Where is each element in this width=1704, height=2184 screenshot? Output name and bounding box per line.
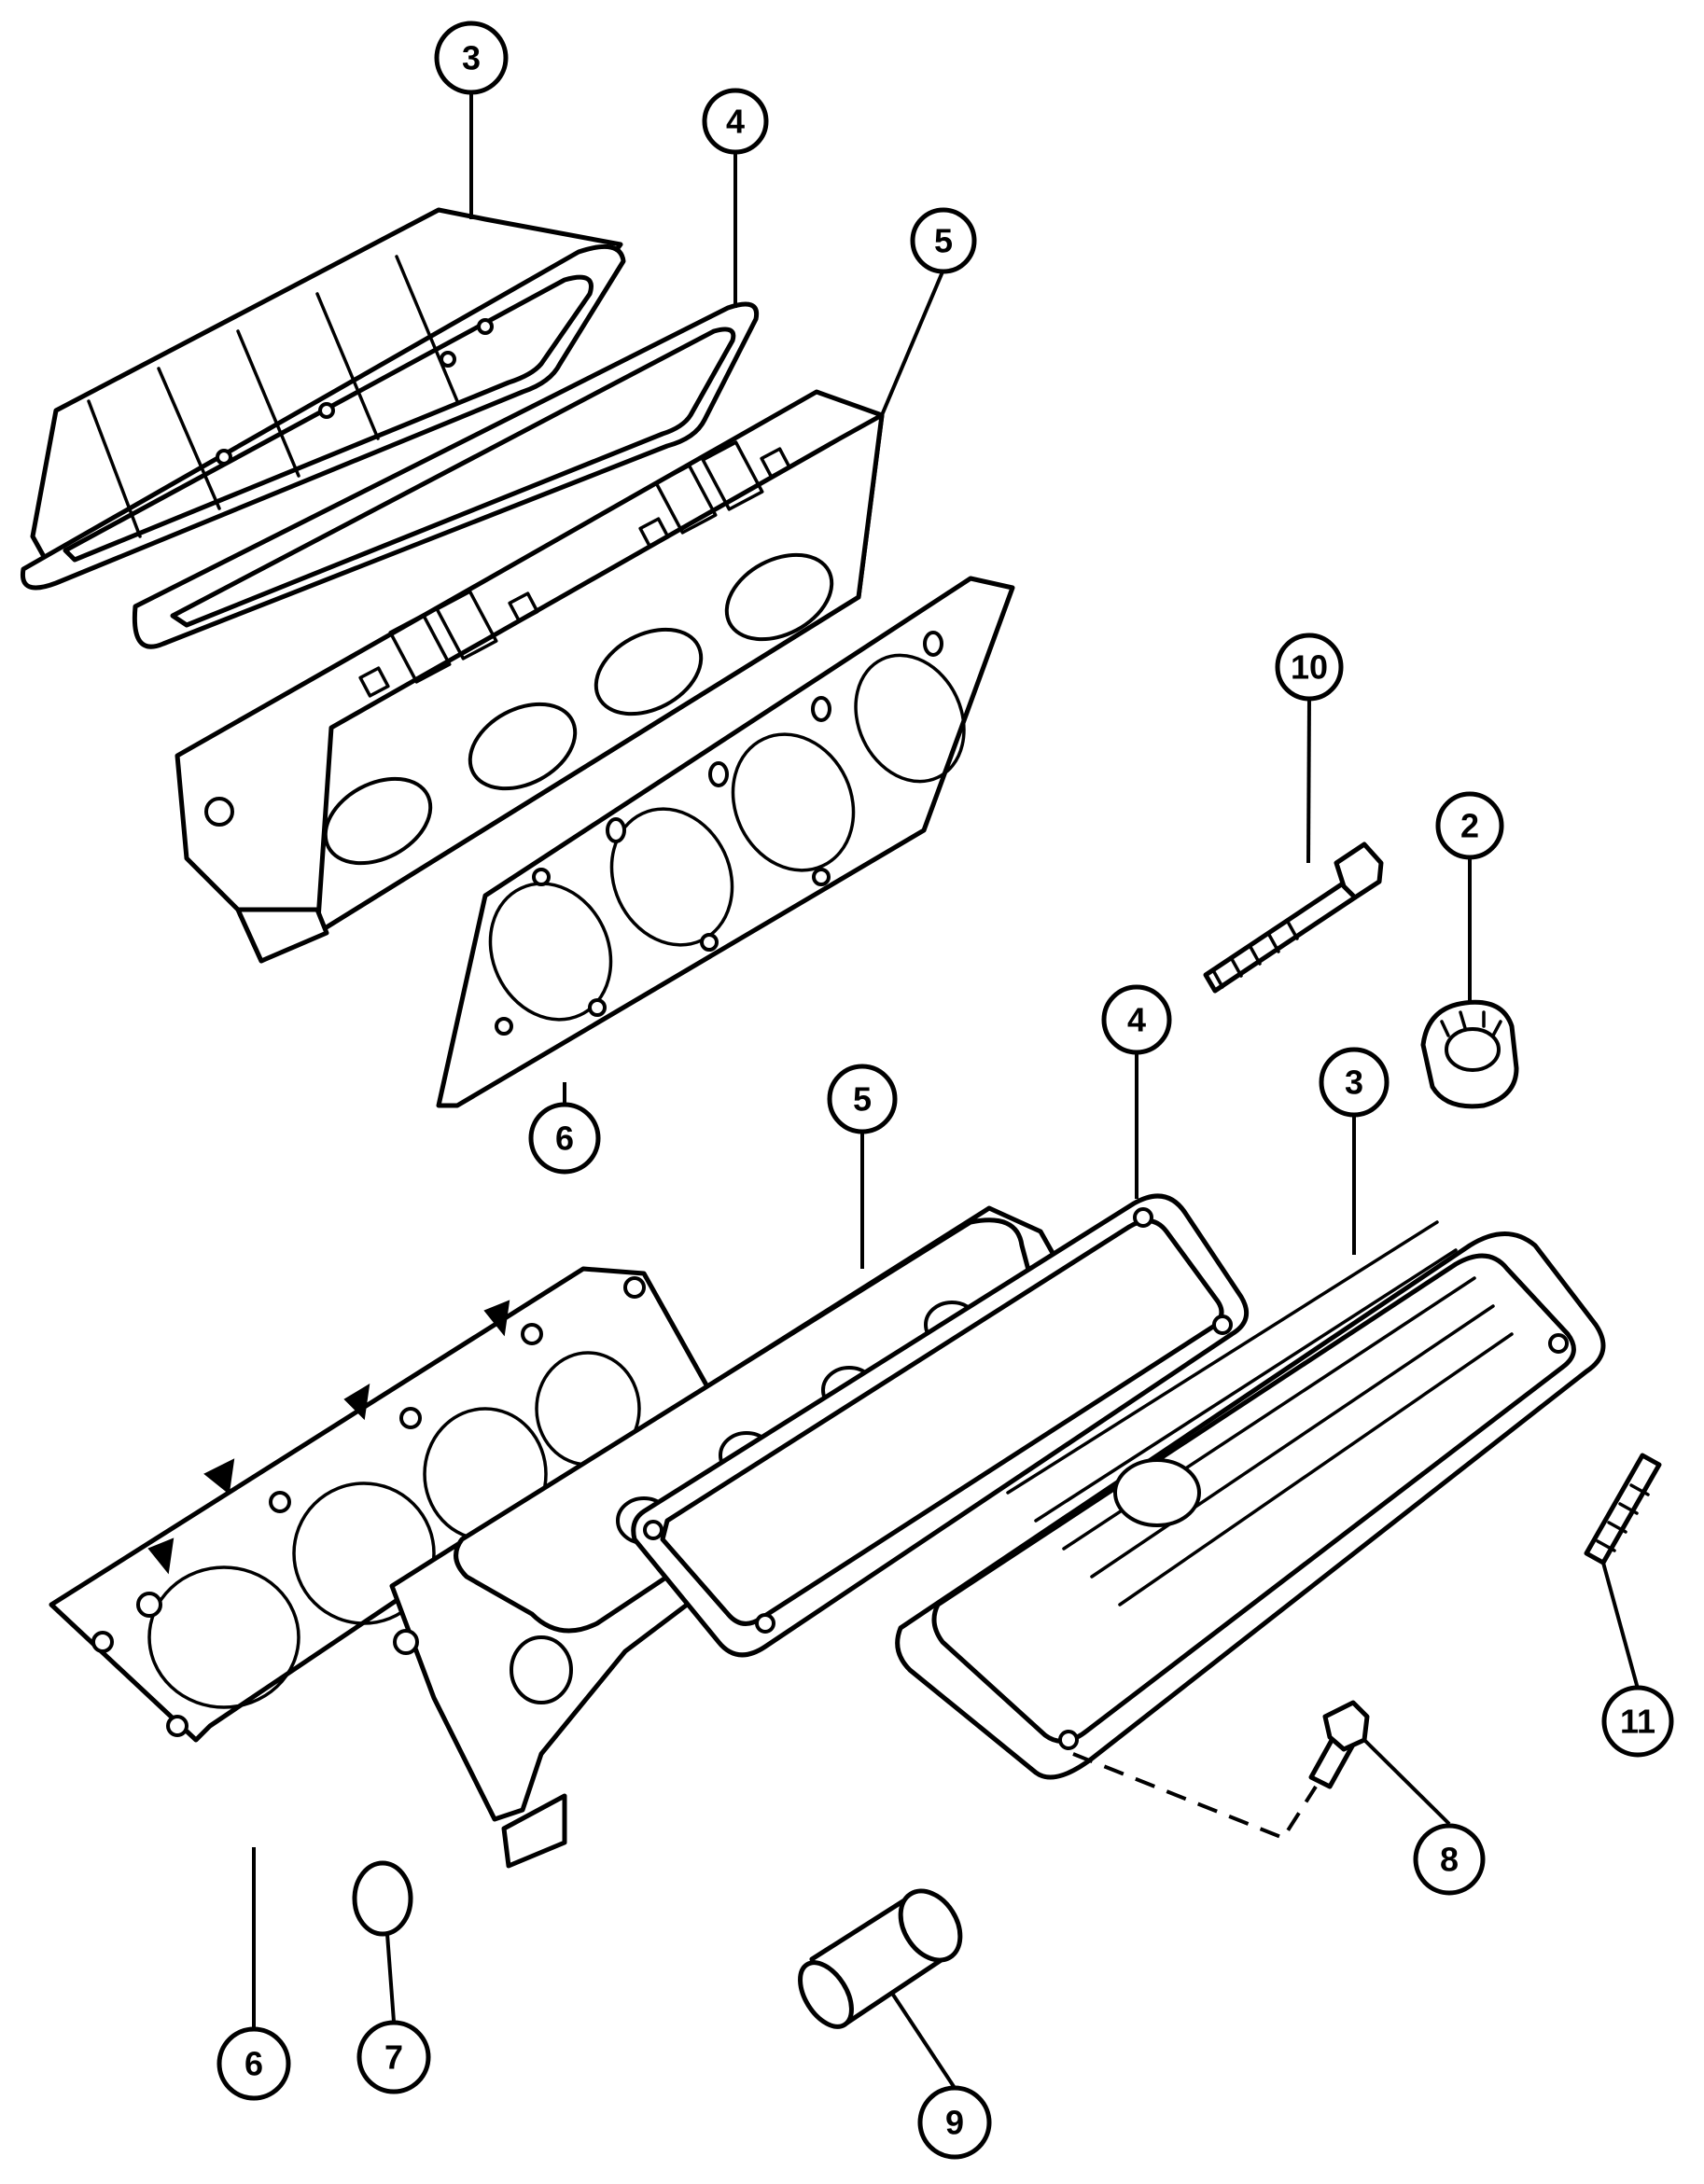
- callout-4-top: 4: [702, 88, 769, 155]
- callout-5-top: 5: [910, 207, 977, 274]
- callout-2-label: 2: [1460, 807, 1479, 845]
- callout-4-top-label: 4: [726, 103, 745, 141]
- callout-3-mid-label: 3: [1345, 1064, 1363, 1102]
- callout-11: 11: [1601, 1685, 1674, 1758]
- callout-3-top-label: 3: [462, 39, 481, 77]
- callout-4-mid-label: 4: [1127, 1001, 1146, 1039]
- callout-9-label: 9: [945, 2104, 964, 2142]
- leader-lines: [252, 92, 1640, 2090]
- callout-6-bottom: 6: [216, 2026, 291, 2101]
- head-bolt: [1203, 842, 1384, 994]
- callout-6-mid: 6: [528, 1102, 601, 1175]
- plug-nut: [1420, 999, 1519, 1109]
- valve-cover-gasket-lower: [631, 1193, 1250, 1658]
- callout-8: 8: [1413, 1823, 1486, 1896]
- valve-cover-lower: [895, 1220, 1606, 1780]
- dowel-sleeve: [798, 1888, 963, 2029]
- callout-5-mid: 5: [827, 1064, 898, 1134]
- valve-cover-upper: [20, 207, 626, 591]
- callout-8-label: 8: [1440, 1841, 1459, 1879]
- callout-9: 9: [917, 2085, 992, 2160]
- head-gasket-lower: [49, 1266, 712, 1743]
- callout-11-label: 11: [1620, 1703, 1655, 1741]
- cylinder-head-upper: [175, 389, 885, 964]
- callout-7-label: 7: [384, 2038, 403, 2077]
- head-gasket-upper: [436, 576, 1015, 1108]
- callout-3-top: 3: [434, 21, 509, 95]
- callout-4-mid: 4: [1101, 984, 1172, 1055]
- callout-7: 7: [356, 2020, 431, 2094]
- cover-bolt: [1308, 1700, 1370, 1789]
- callout-5-mid-label: 5: [853, 1080, 872, 1119]
- callout-6-mid-label: 6: [555, 1120, 574, 1158]
- callout-10: 10: [1275, 633, 1344, 702]
- callout-6-bottom-label: 6: [244, 2045, 263, 2083]
- callout-10-label: 10: [1291, 648, 1328, 687]
- valve-cover-gasket-upper: [132, 301, 760, 649]
- callout-5-top-label: 5: [934, 222, 953, 260]
- core-plug: [352, 1860, 413, 1937]
- callout-2: 2: [1435, 791, 1504, 860]
- stud: [1584, 1453, 1662, 1565]
- callout-3-mid: 3: [1319, 1047, 1390, 1118]
